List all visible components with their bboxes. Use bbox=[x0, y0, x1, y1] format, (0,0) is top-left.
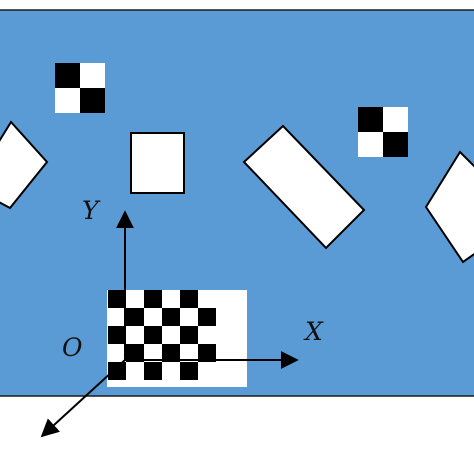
y-axis-label: Y bbox=[82, 196, 101, 225]
checker-cell-dark bbox=[144, 362, 162, 380]
checker-cell-dark bbox=[162, 308, 180, 326]
checker-cell-light bbox=[383, 107, 408, 132]
checker-cell-light bbox=[126, 326, 144, 344]
checker-cell-dark bbox=[108, 290, 126, 308]
checker-cell-light bbox=[55, 88, 80, 113]
checker-cell-dark bbox=[180, 290, 198, 308]
checker-cell-light bbox=[108, 308, 126, 326]
marker-2x2-top-left bbox=[55, 63, 105, 113]
checker-cell-dark bbox=[358, 107, 383, 132]
checker-cell-light bbox=[126, 290, 144, 308]
checker-cell-light bbox=[358, 132, 383, 157]
checker-cell-dark bbox=[108, 326, 126, 344]
checker-cell-dark bbox=[126, 344, 144, 362]
checker-cell-light bbox=[198, 362, 216, 380]
tilted-rectangle-center bbox=[242, 124, 366, 250]
checker-cell-light bbox=[126, 362, 144, 380]
checker-cell-dark bbox=[180, 362, 198, 380]
checker-cell-dark bbox=[108, 362, 126, 380]
checker-cell-dark bbox=[198, 344, 216, 362]
checker-cell-dark bbox=[80, 88, 105, 113]
upright-rectangle bbox=[130, 132, 185, 194]
checker-cell-light bbox=[108, 344, 126, 362]
checker-cell-light bbox=[162, 326, 180, 344]
checker-cell-dark bbox=[144, 290, 162, 308]
checker-cell-dark bbox=[126, 308, 144, 326]
checker-cell-light bbox=[162, 290, 180, 308]
checker-cell-light bbox=[80, 63, 105, 88]
calibration-checkerboard bbox=[107, 290, 247, 387]
checker-cell-dark bbox=[383, 132, 408, 157]
marker-2x2-right bbox=[358, 107, 408, 157]
checker-cell-dark bbox=[180, 326, 198, 344]
checker-cell-light bbox=[144, 308, 162, 326]
origin-label: O bbox=[62, 333, 83, 362]
checker-cell-dark bbox=[198, 308, 216, 326]
diamond-shape-right bbox=[424, 150, 474, 264]
checker-cell-light bbox=[180, 308, 198, 326]
x-axis-label: X bbox=[303, 317, 324, 346]
checker-cell-dark bbox=[55, 63, 80, 88]
checker-cell-light bbox=[198, 290, 216, 308]
checker-cell-light bbox=[198, 326, 216, 344]
left-tilted-rectangle bbox=[0, 120, 49, 210]
checker-cell-dark bbox=[144, 326, 162, 344]
checker-cell-light bbox=[162, 362, 180, 380]
checker-cell-dark bbox=[162, 344, 180, 362]
checker-cell-light bbox=[144, 344, 162, 362]
z-axis-arrow bbox=[40, 359, 126, 438]
checker-cell-light bbox=[180, 344, 198, 362]
